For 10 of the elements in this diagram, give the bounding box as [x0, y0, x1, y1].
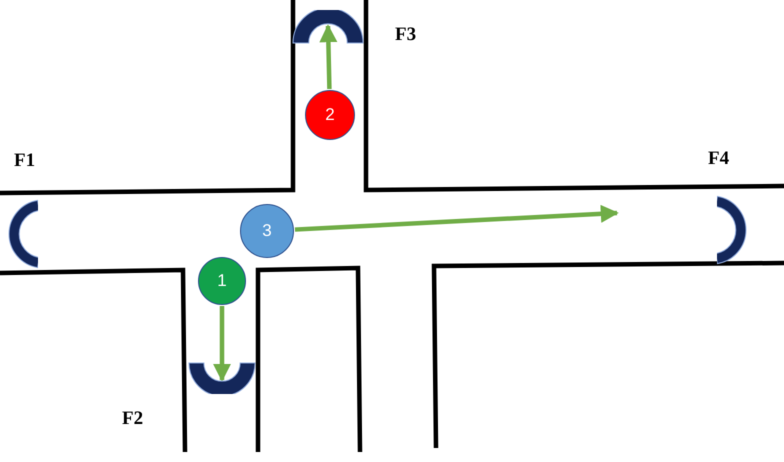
exit-label: F1 — [14, 150, 36, 172]
arrow — [319, 24, 338, 90]
person-circle: 2 — [305, 90, 355, 140]
person-circle: 1 — [198, 257, 246, 305]
exit-label: F3 — [395, 24, 416, 46]
arrow — [213, 306, 231, 382]
exit-label: F4 — [708, 148, 730, 170]
exit-label: F2 — [122, 408, 144, 430]
person-circle: 3 — [240, 204, 294, 258]
arrow — [294, 204, 619, 232]
